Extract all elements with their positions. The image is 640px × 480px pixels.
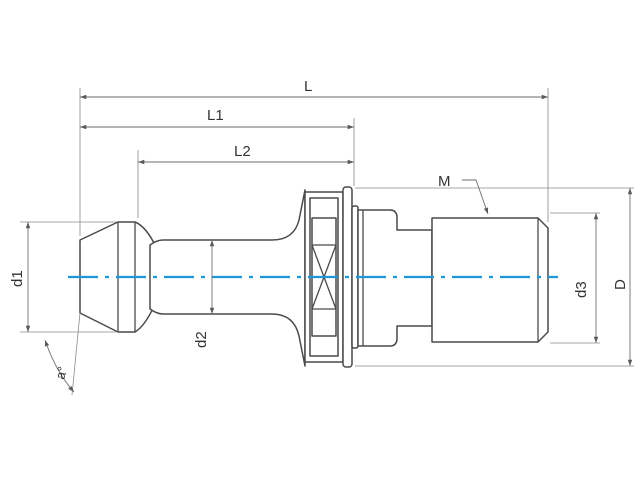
label-L1: L1 [207, 107, 224, 124]
label-M: M [438, 173, 451, 190]
stud-thread [431, 217, 549, 343]
label-L: L [304, 78, 312, 95]
label-D: D [612, 279, 629, 290]
label-d2: d2 [193, 331, 210, 348]
label-L2: L2 [234, 143, 251, 160]
leader-M [462, 179, 489, 215]
extension-lines [20, 88, 634, 396]
label-angle: a° [52, 365, 70, 381]
label-d1: d1 [9, 270, 26, 287]
dim-arc-angle [44, 339, 75, 393]
label-d3: d3 [573, 281, 590, 298]
